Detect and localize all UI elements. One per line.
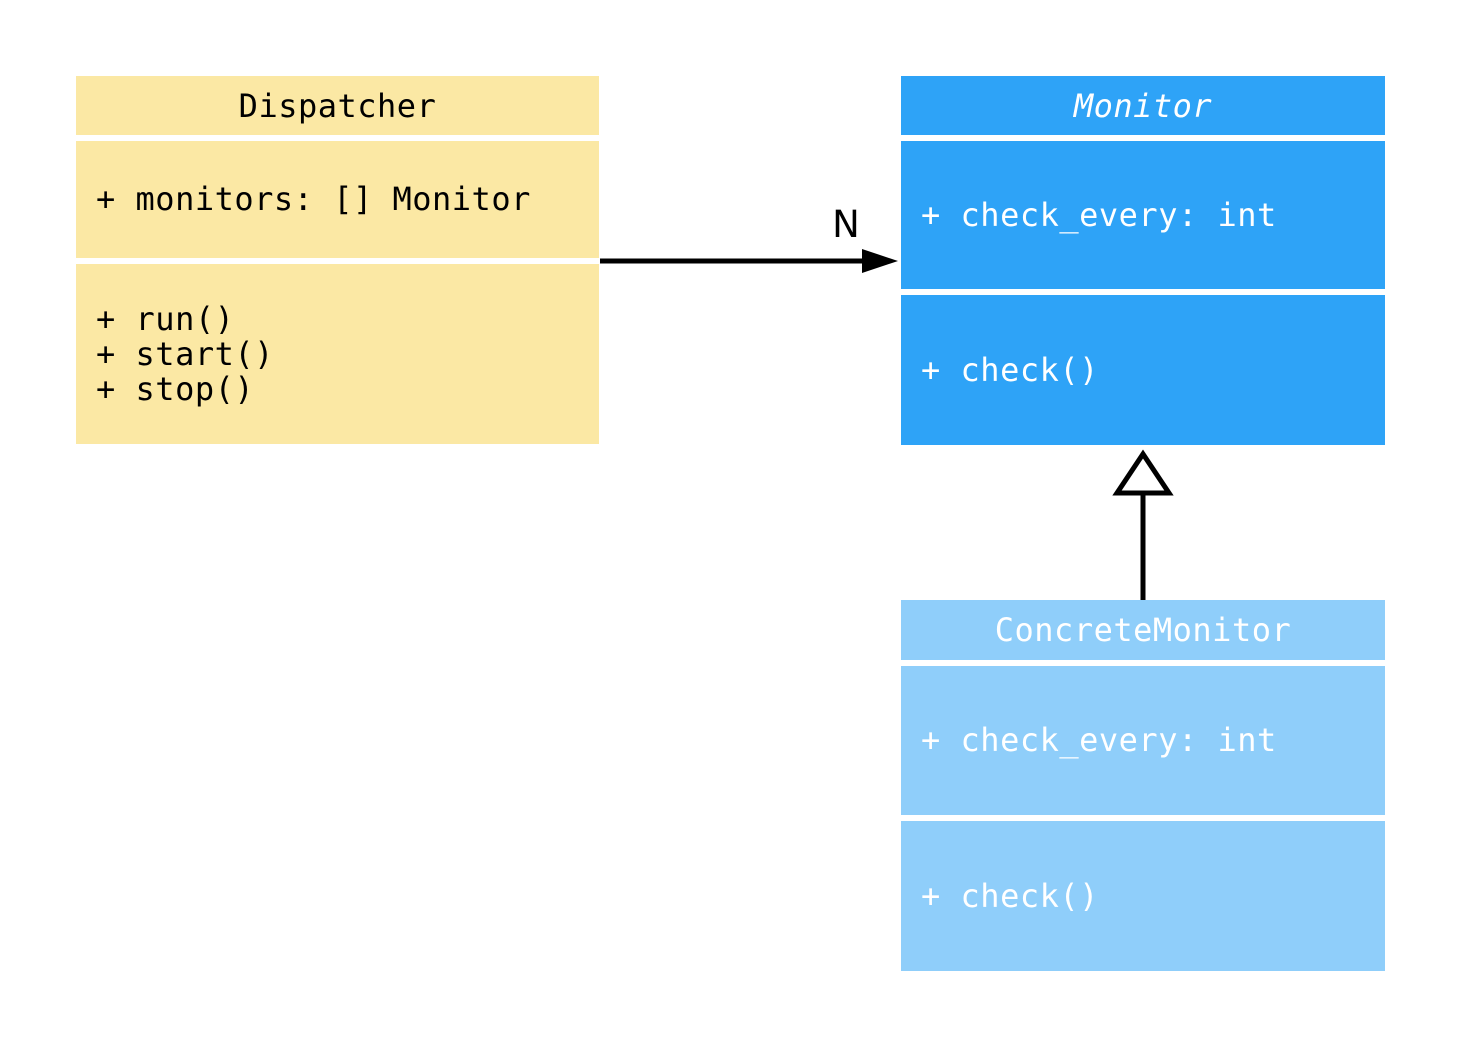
class-attribute: + check_every: int: [921, 195, 1277, 234]
class-name: ConcreteMonitor: [994, 611, 1292, 649]
class-name: Monitor: [1073, 86, 1213, 125]
class-attributes-compartment: + check_every: int: [901, 141, 1385, 289]
class-title-compartment: Dispatcher: [76, 76, 599, 135]
class-method: + start(): [96, 334, 274, 373]
class-methods-compartment: + check(): [901, 821, 1385, 971]
class-attribute: + check_every: int: [921, 721, 1277, 759]
class-attributes-compartment: + monitors: [] Monitor: [76, 141, 599, 258]
class-methods-compartment: + run() + start() + stop(): [76, 264, 599, 444]
association-arrow: [600, 249, 898, 273]
class-title-compartment: ConcreteMonitor: [901, 600, 1385, 660]
multiplicity-label: N: [832, 202, 860, 246]
class-box-monitor: Monitor + check_every: int + check(): [901, 76, 1385, 445]
association-arrowhead-icon: [862, 249, 898, 273]
class-method: + stop(): [96, 369, 255, 408]
class-method: + run(): [96, 299, 235, 338]
class-box-dispatcher: Dispatcher + monitors: [] Monitor + run(…: [76, 76, 599, 444]
inheritance-triangle-icon: [1112, 449, 1174, 496]
class-attribute: + monitors: [] Monitor: [96, 180, 531, 218]
class-box-concretemonitor: ConcreteMonitor + check_every: int + che…: [901, 600, 1385, 971]
class-title-compartment: Monitor: [901, 76, 1385, 135]
class-methods-compartment: + check(): [901, 295, 1385, 445]
class-method: + check(): [921, 350, 1099, 389]
class-method: + check(): [921, 876, 1099, 915]
class-name: Dispatcher: [238, 86, 437, 125]
inheritance-connector: [1112, 449, 1174, 600]
class-attributes-compartment: + check_every: int: [901, 666, 1385, 815]
